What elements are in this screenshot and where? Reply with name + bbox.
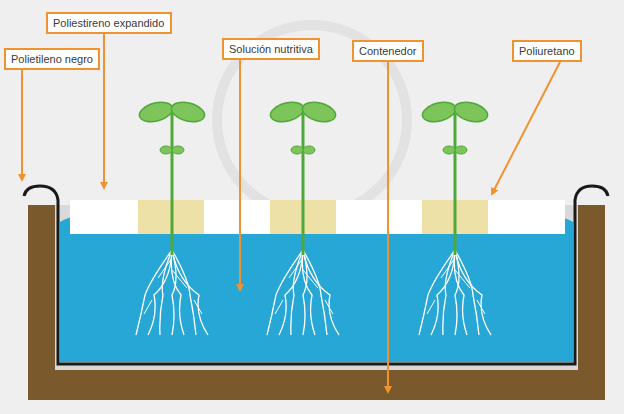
polyethylene-liner: [24, 186, 608, 364]
label-box: Poliuretano: [512, 40, 582, 62]
label-box: Contenedor: [352, 40, 424, 62]
part-label: Contenedor: [359, 44, 417, 58]
label-box: Solución nutritiva: [222, 38, 320, 60]
part-label: Solución nutritiva: [229, 42, 313, 56]
part-label: Polietileno negro: [11, 52, 93, 66]
polystyrene-raft: [70, 200, 565, 234]
leader-lines: [22, 34, 560, 392]
plants: [136, 99, 491, 335]
nutrient-solution: [60, 217, 573, 362]
container: [28, 205, 605, 400]
label-box: Polietileno negro: [4, 48, 100, 70]
part-label: Poliestireno expandido: [53, 16, 165, 30]
label-box: Poliestireno expandido: [46, 12, 172, 34]
part-label: Poliuretano: [519, 44, 575, 58]
